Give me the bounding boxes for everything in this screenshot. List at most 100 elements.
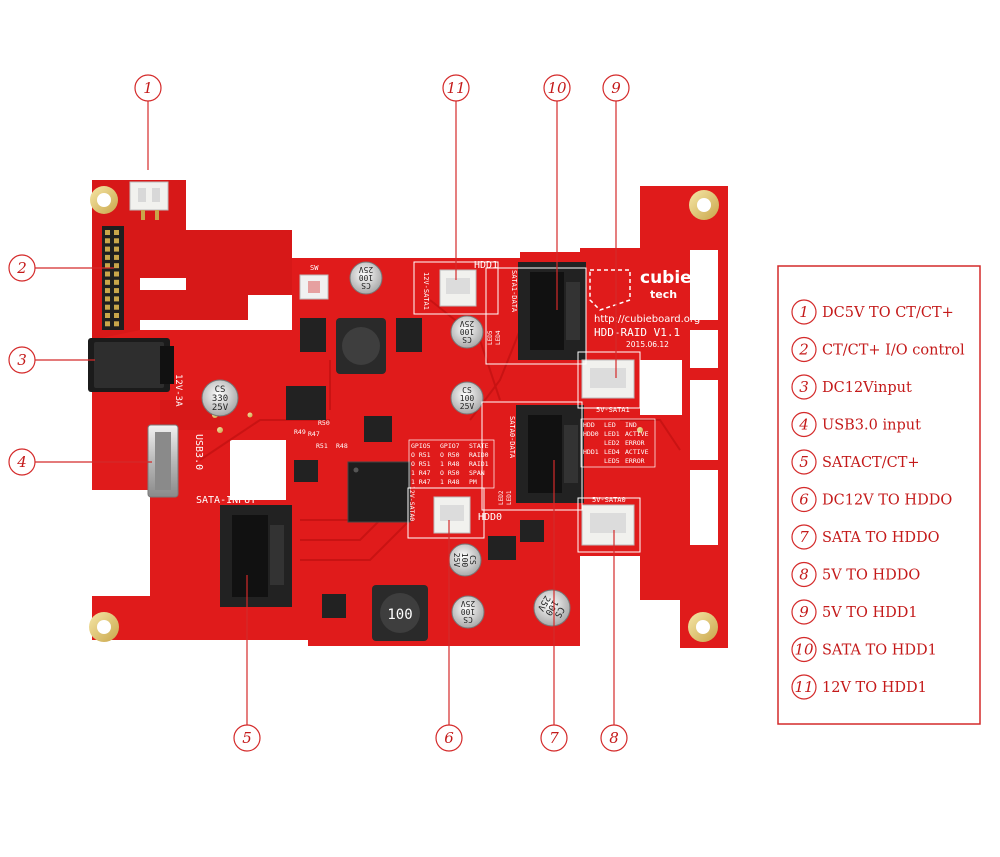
callout-1: 1 — [134, 74, 162, 170]
legend-text: SATA TO HDD1 — [822, 643, 937, 659]
callout-9: 9 — [602, 74, 630, 378]
inductor: 100 — [372, 585, 428, 641]
callout-number: 4 — [16, 453, 27, 471]
12v-sata1-label: 12V-SATA1 — [422, 272, 430, 310]
callout-ring — [8, 448, 36, 476]
header-pin — [105, 288, 110, 294]
brand-sub: tech — [650, 288, 677, 301]
hdd1-label: HDD1 — [474, 260, 498, 271]
gpio-table-cell: SPAN — [469, 469, 485, 477]
callout-ring — [8, 346, 36, 374]
resistor-label: R49 — [294, 428, 306, 436]
legend-number: 7 — [799, 528, 809, 546]
gpio-table-cell: RAID0 — [469, 451, 489, 459]
mounting-hole — [689, 190, 719, 220]
legend-text: SATA TO HDDO — [822, 530, 940, 546]
12v-sata1-connector — [439, 269, 477, 307]
callout-number: 9 — [611, 79, 621, 97]
mounting-hole — [688, 612, 718, 642]
dc-input-label: 12V-3A — [173, 374, 183, 407]
pwr-led-label: PWR-LED — [256, 642, 286, 650]
regulator-chip — [300, 318, 326, 352]
gpio-table-cell: 1 R48 — [440, 478, 460, 486]
led-table-cell: LED5 — [604, 457, 620, 465]
io-pin-header — [102, 226, 124, 330]
callout-ring — [134, 74, 162, 102]
led5-label: LED5 — [487, 330, 494, 345]
switch-label: SW — [310, 264, 319, 272]
sata-data-connector-hdd1 — [518, 262, 586, 360]
regulator-chip — [322, 594, 346, 618]
sata0-data-label: SATA0-DATA — [508, 416, 516, 459]
legend-text: DC12V TO HDDO — [822, 493, 952, 509]
callout-number: 6 — [444, 729, 454, 747]
led4-label: LED4 — [495, 330, 502, 345]
header-pin — [114, 254, 119, 260]
led-table-header: LED — [604, 421, 616, 429]
callout-6: 6 — [435, 520, 463, 752]
callout-ring — [540, 724, 568, 752]
sata-input-connector — [220, 505, 292, 607]
header-pin — [105, 304, 110, 310]
pcb-upper-arm — [92, 180, 300, 400]
callout-11: 11 — [442, 74, 470, 280]
capacitor-marking: CS — [552, 605, 566, 619]
header-pin — [105, 313, 110, 318]
resistor-label: R51 — [316, 442, 328, 450]
header-pin — [105, 230, 110, 235]
gpio-table-header: STATE — [469, 442, 489, 450]
legend-number-ring — [791, 374, 817, 400]
gpio-table-cell: O R51 — [411, 451, 431, 459]
dc-barrel-jack — [88, 338, 174, 392]
callout-number: 8 — [609, 729, 619, 747]
cubietech-logo: cubie tech — [589, 268, 692, 311]
led-table-cell: HDD1 — [583, 448, 599, 456]
callout-2: 2 — [8, 254, 114, 282]
capacitor-marking: CS — [462, 335, 472, 344]
pcb-cutout — [690, 470, 718, 545]
callout-ring — [600, 724, 628, 752]
legend-text: 5V TO HDDO — [822, 568, 920, 584]
led-table-header: HDD — [583, 421, 595, 429]
legend-number: 1 — [799, 303, 809, 321]
capacitor-marking: 25V — [452, 553, 461, 568]
header-pin — [114, 230, 119, 235]
callout-ring — [543, 74, 571, 102]
header-pin — [105, 246, 110, 252]
controller-chip — [347, 461, 411, 523]
led2-label: LED2 — [498, 490, 505, 505]
pcb-cutout — [690, 380, 718, 460]
gpio-table-cell: O R50 — [440, 469, 460, 477]
12v-sata0-connector — [433, 496, 471, 534]
5v-sata0-connector — [581, 504, 635, 546]
callout-number: 10 — [547, 79, 567, 97]
header-pin — [105, 321, 110, 327]
mounting-hole — [90, 186, 118, 214]
regulator-chip — [396, 318, 422, 352]
callout-number: 2 — [16, 259, 27, 277]
callout-8: 8 — [600, 530, 628, 752]
header-pin — [114, 271, 119, 277]
legend-number-ring — [791, 486, 817, 513]
led-table-header: IND — [625, 421, 637, 429]
regulator-chip — [294, 460, 318, 482]
5v-sata1-label: 5V-SATA1 — [596, 406, 630, 414]
inductor-marking: 100 — [387, 607, 412, 623]
capacitor-marking: 100 — [460, 327, 475, 336]
callout-3: 3 — [8, 346, 95, 374]
legend-text: DC12Vinput — [822, 380, 912, 396]
capacitor-marking: 25V — [359, 265, 374, 274]
capacitor-marking: 100 — [460, 553, 469, 568]
